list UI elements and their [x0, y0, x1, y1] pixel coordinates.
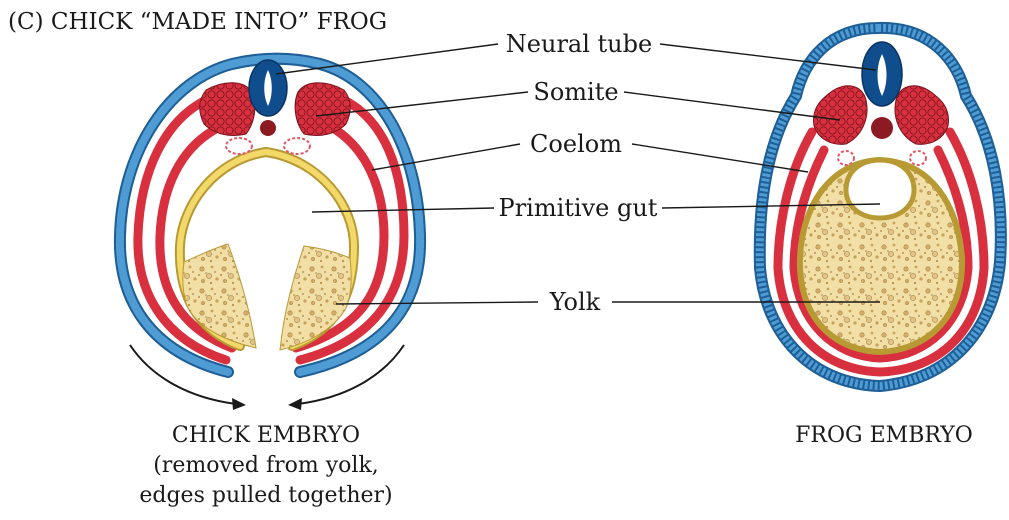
- frog-coelom-left: [838, 151, 854, 165]
- chick-embryo: [120, 59, 420, 410]
- frog-somite-right: [895, 86, 949, 144]
- chick-caption: CHICK EMBRYO (removed from yolk, edges p…: [139, 423, 392, 508]
- chick-yolk-left: [183, 244, 256, 348]
- frog-embryo: [760, 28, 1001, 386]
- chick-somite-left: [200, 83, 255, 136]
- frog-primitive-gut: [846, 160, 914, 218]
- leader-somite-right: [624, 92, 840, 120]
- chick-notochord: [260, 120, 276, 136]
- chick-caption-line3: edges pulled together): [139, 483, 392, 508]
- label-primitive-gut: Primitive gut: [499, 194, 658, 222]
- leader-neural-tube-right: [660, 44, 876, 70]
- structure-labels: Neural tube Somite Coelom Primitive gut …: [499, 30, 658, 316]
- panel-title: (C) CHICK “MADE INTO” FROG: [8, 9, 387, 35]
- chick-coelom-left: [226, 138, 252, 154]
- chick-arrowhead-right: [288, 398, 302, 410]
- label-somite: Somite: [533, 78, 618, 106]
- frog-coelom-right: [910, 151, 926, 165]
- frog-somite-left: [814, 86, 868, 144]
- chick-somite-right: [295, 83, 350, 136]
- chick-yolk-right: [280, 246, 351, 350]
- label-neural-tube: Neural tube: [506, 30, 652, 58]
- chick-arrowhead-left: [232, 398, 246, 410]
- chick-caption-line2: (removed from yolk,: [153, 453, 379, 478]
- frog-caption: FROG EMBRYO: [795, 423, 973, 448]
- label-coelom: Coelom: [530, 130, 622, 158]
- label-yolk: Yolk: [549, 288, 601, 316]
- chick-coelom-right: [284, 138, 310, 154]
- leader-coelom-right: [632, 144, 808, 172]
- chick-caption-line1: CHICK EMBRYO: [172, 423, 360, 448]
- frog-notochord: [871, 117, 893, 139]
